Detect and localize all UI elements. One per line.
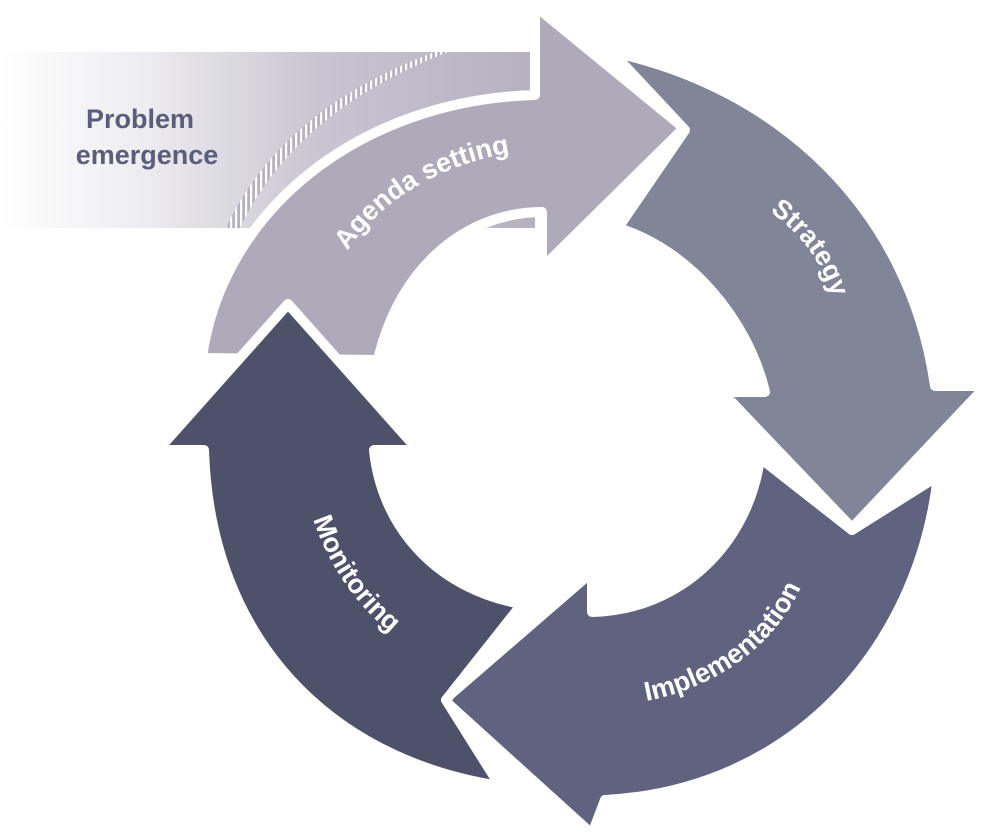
stage-arrow-monitoring bbox=[153, 299, 527, 791]
problem-emergence-label: Problem emergence bbox=[76, 104, 219, 170]
stage-arrow-agenda-setting bbox=[197, 1, 689, 365]
problem-emergence-line1: Problem bbox=[86, 104, 194, 134]
problem-emergence-line2: emergence bbox=[76, 140, 219, 170]
stage-arrow-implementation bbox=[439, 453, 943, 839]
emergence-hatched-seam bbox=[226, 52, 448, 228]
stage-arrow-strategy bbox=[607, 47, 991, 533]
